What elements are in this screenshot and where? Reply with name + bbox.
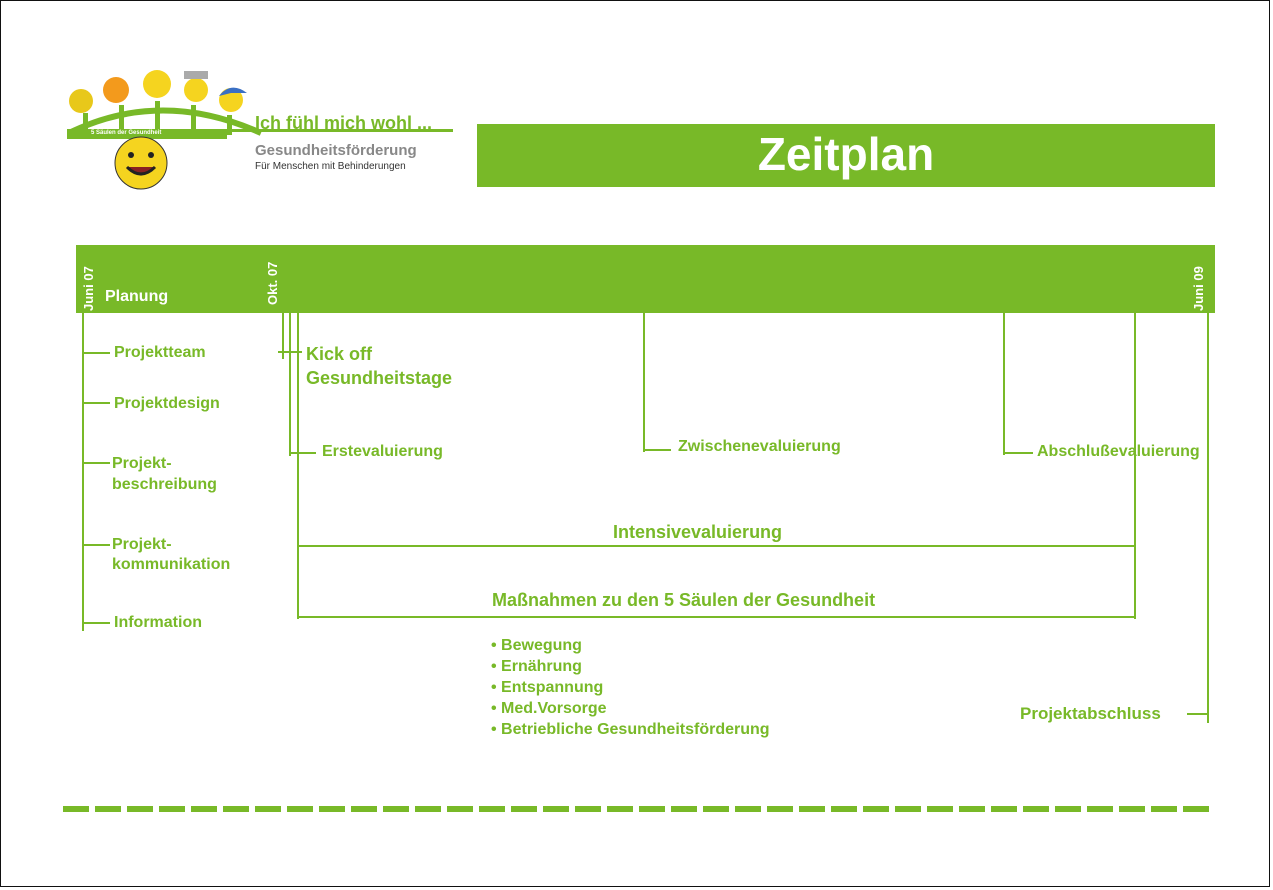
planning-item-projektteam: Projektteam (114, 344, 206, 361)
phase-label: Planung (105, 288, 169, 305)
measures-line (297, 616, 1136, 618)
title-bar: Zeitplan (477, 124, 1215, 187)
planning-tick (82, 402, 110, 404)
planning-item-projektbeschreibung-2: beschreibung (112, 476, 217, 493)
list-item: • Betriebliche Gesundheitsförderung (491, 721, 770, 738)
logo-subtitle: Für Menschen mit Behinderungen (255, 161, 406, 172)
measures-list: • Bewegung • Ernährung • Entspannung • M… (491, 635, 770, 740)
mid-eval-label: Zwischenevaluierung (678, 438, 841, 455)
list-item: • Bewegung (491, 637, 582, 654)
timeline-bar (76, 245, 1215, 313)
list-item: • Entspannung (491, 679, 604, 696)
logo-graphic (67, 70, 453, 190)
first-eval-line (289, 313, 291, 456)
planning-item-projektkommunikation-1: Projekt- (112, 536, 172, 553)
logo-arch-text: 5 Säulen der Gesundheit (91, 130, 162, 136)
first-eval-tick (289, 452, 316, 454)
end-date-label: Juni 09 (1191, 266, 1206, 311)
kickoff-label-1: Kick off (306, 344, 373, 364)
planning-tick (82, 462, 110, 464)
closure-line (1207, 313, 1209, 723)
list-item: • Med.Vorsorge (491, 700, 607, 717)
intensive-eval-label: Intensivevaluierung (613, 522, 783, 542)
closure-label: Projektabschluss (1020, 704, 1161, 723)
mid-date-label: Okt. 07 (265, 261, 280, 305)
start-date-label: Juni 07 (81, 266, 96, 311)
final-eval-line (1003, 313, 1005, 455)
measures-label: Maßnahmen zu den 5 Säulen der Gesundheit (492, 590, 876, 610)
planning-tick (82, 622, 110, 624)
planning-tick (82, 544, 110, 546)
planning-line (82, 313, 84, 631)
kickoff-line (282, 313, 284, 359)
mid-eval-tick (643, 449, 671, 451)
planning-tick (82, 352, 110, 354)
page-title: Zeitplan (757, 128, 935, 180)
list-item: • Ernährung (491, 658, 582, 675)
logo-slogan: Ich fühl mich wohl ... (255, 113, 433, 133)
planning-item-projektdesign: Projektdesign (114, 395, 220, 412)
first-eval-label: Erstevaluierung (322, 443, 443, 460)
intensive-eval-line (297, 545, 1136, 547)
planning-item-information: Information (114, 614, 202, 631)
planning-item-projektbeschreibung-1: Projekt- (112, 455, 172, 472)
logo: 5 Säulen der Gesundheit Ich fühl mich wo… (61, 63, 461, 193)
closure-tick (1187, 713, 1209, 715)
final-eval-label: Abschlußevaluierung (1037, 443, 1200, 460)
mid-eval-line (643, 313, 645, 452)
logo-title: Gesundheitsförderung (255, 142, 417, 159)
measures-left-line (297, 313, 299, 619)
measures-right-line (1134, 313, 1136, 619)
final-eval-tick (1003, 452, 1033, 454)
planning-item-projektkommunikation-2: kommunikation (112, 556, 231, 573)
kickoff-label-2: Gesundheitstage (306, 368, 453, 388)
